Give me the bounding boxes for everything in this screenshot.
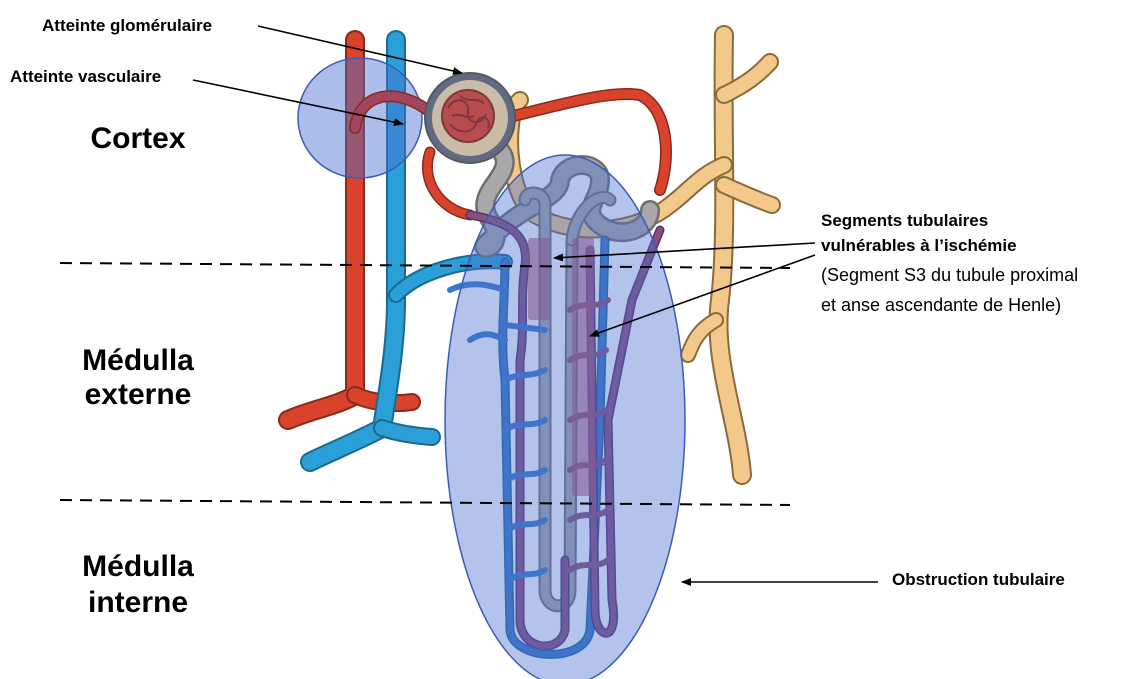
vulnerable-segments-label-1: Segments tubulaires: [821, 211, 988, 230]
tubular-obstruction-ellipse: [445, 155, 685, 679]
zone-inner-medulla-label-1: Médulla: [82, 550, 194, 583]
vascular-lesion-label: Atteinte vasculaire: [10, 67, 161, 86]
vulnerable-segments-note-1: (Segment S3 du tubule proximal: [821, 265, 1078, 285]
zone-outer-medulla-label-2: externe: [85, 378, 192, 411]
zone-outer-medulla-label-1: Médulla: [82, 344, 194, 377]
vulnerable-segments-label-2: vulnérables à l’ischémie: [821, 236, 1017, 255]
tubular-obstruction-label: Obstruction tubulaire: [892, 570, 1065, 589]
glomerulus: [425, 73, 515, 163]
glomerular-lesion-label: Atteinte glomérulaire: [42, 16, 212, 35]
glomerulus-lesion-overlay: [425, 73, 515, 163]
vulnerable-segments-note-2: et anse ascendante de Henle): [821, 295, 1061, 315]
outer-inner-medulla-boundary: [60, 500, 790, 505]
zone-cortex-label: Cortex: [90, 122, 185, 155]
zone-inner-medulla-label-2: interne: [88, 586, 188, 619]
